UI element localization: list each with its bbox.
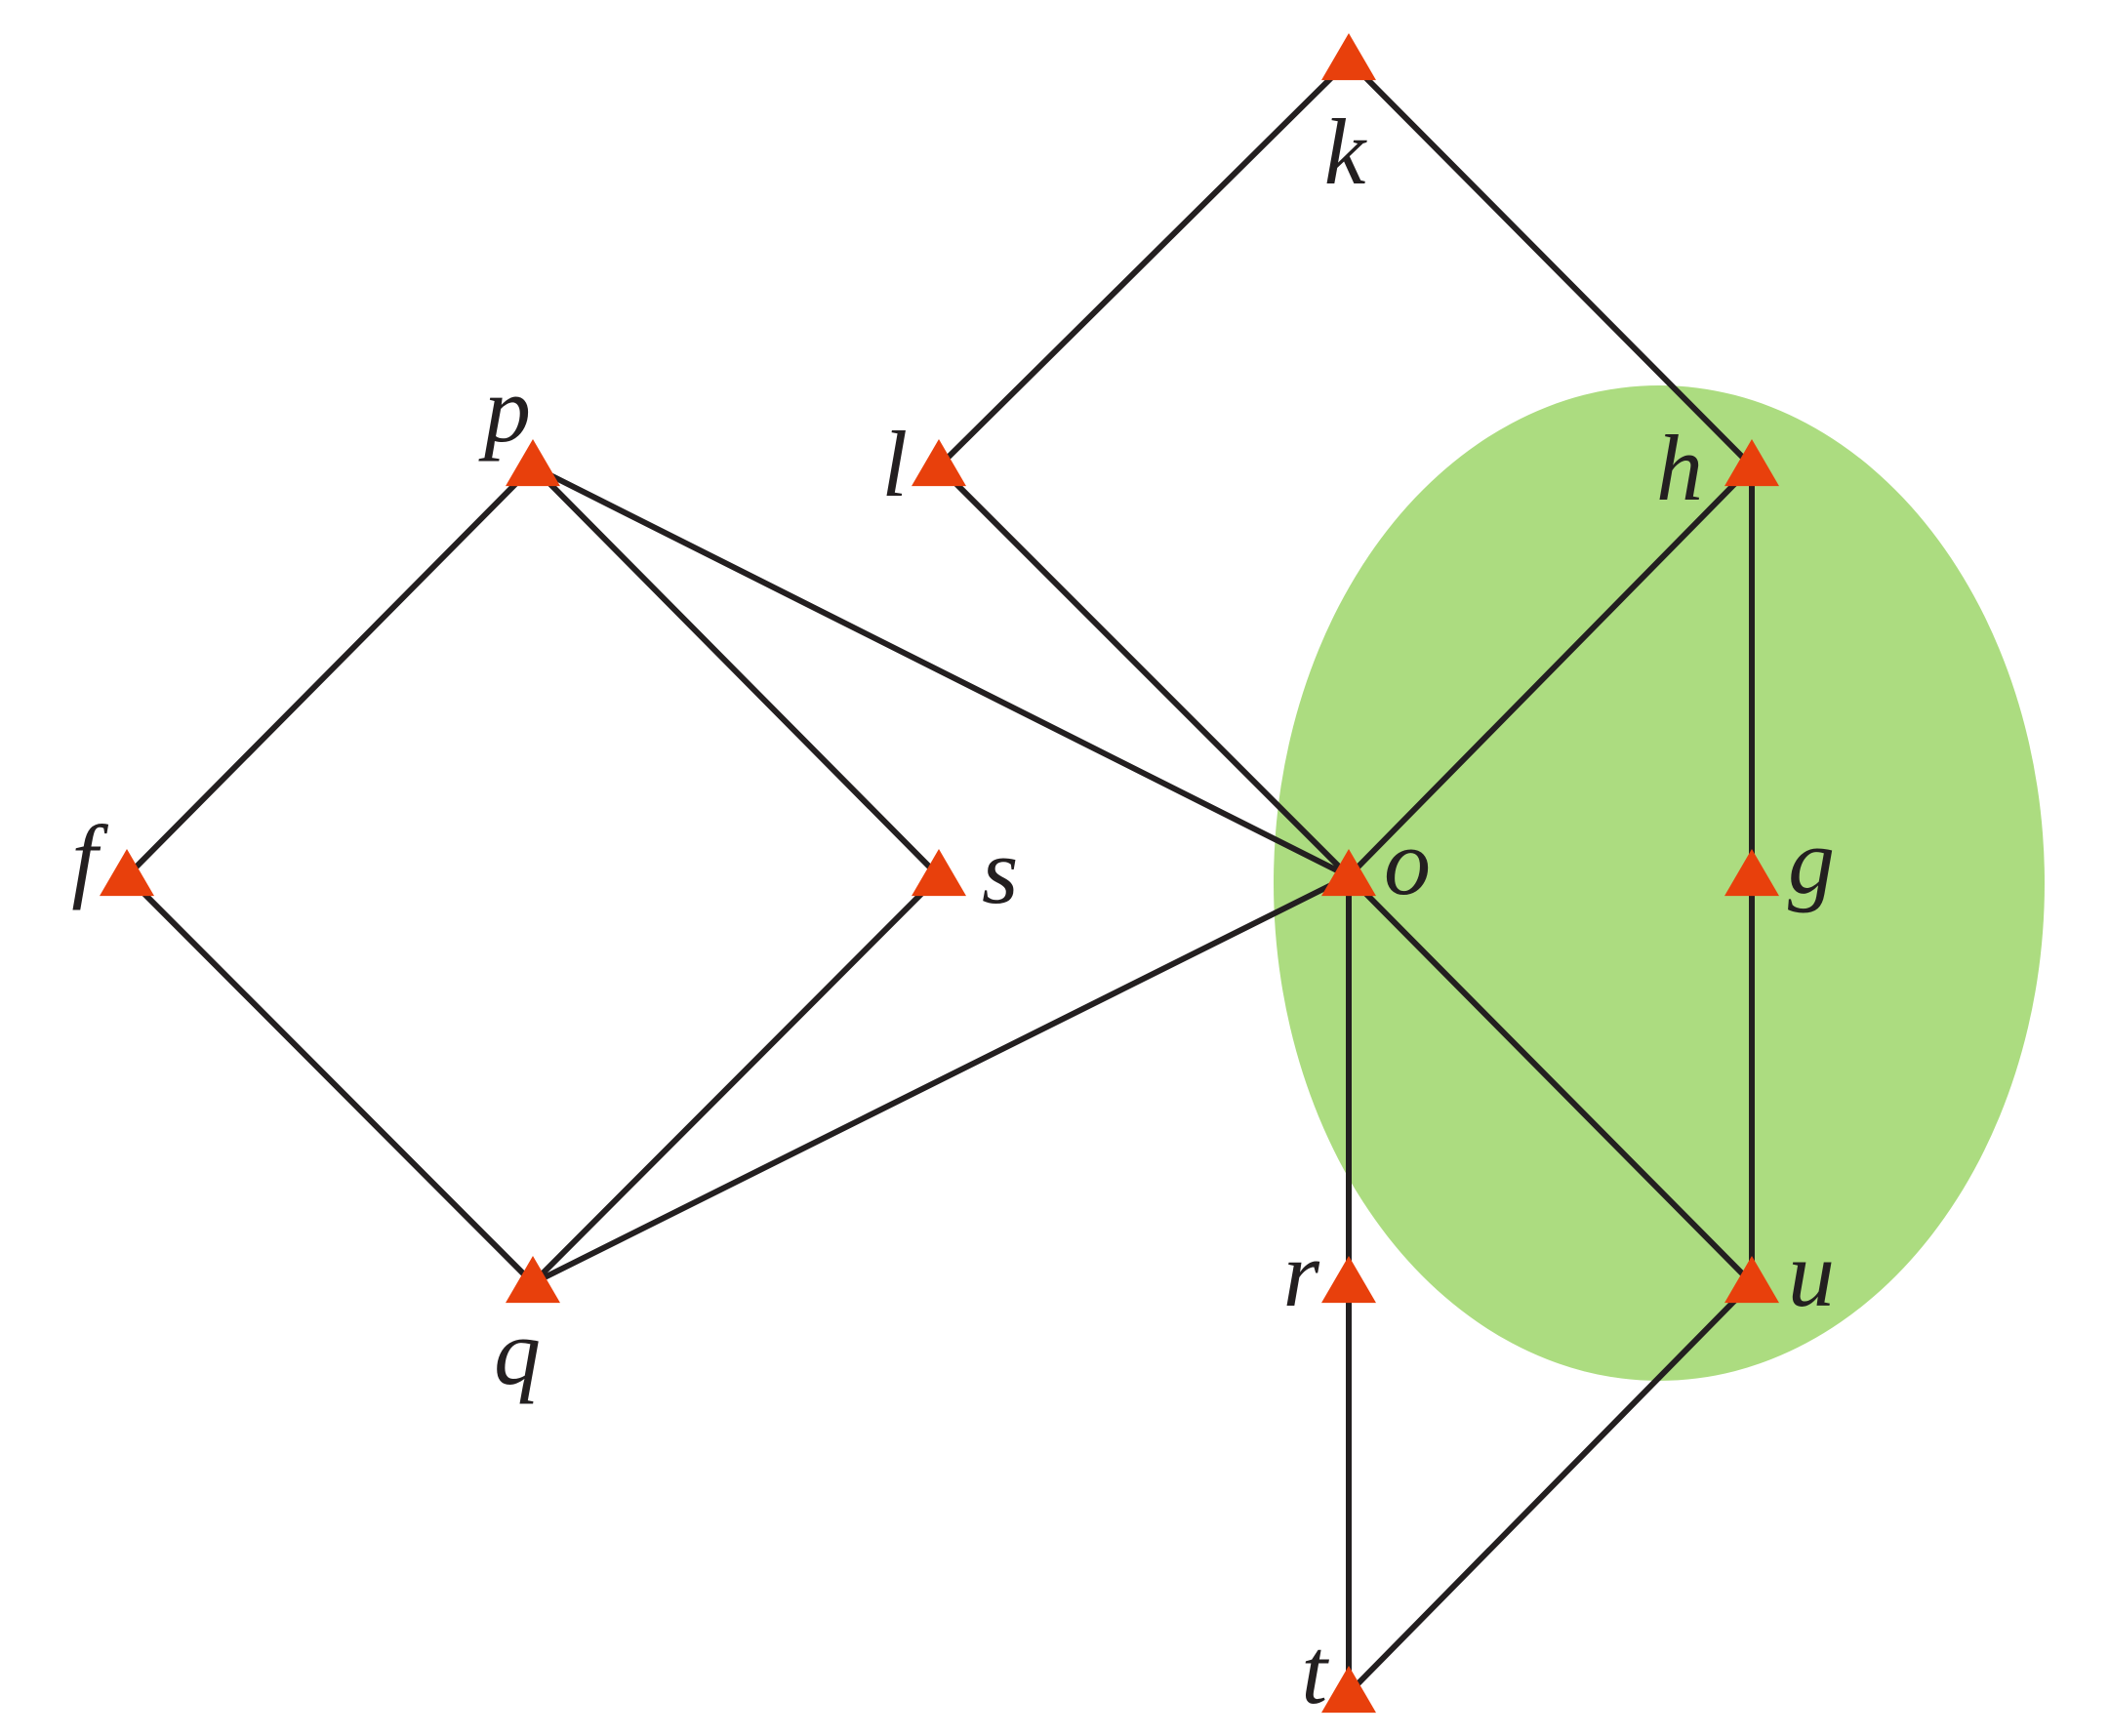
node-r-label: r [1283,1222,1320,1326]
node-l-label: l [881,412,908,516]
node-p-marker [506,439,560,487]
node-o-marker [1321,849,1376,897]
edge-k-l [936,58,1352,469]
node-g-label: g [1788,809,1835,913]
edges-layer [124,58,1755,1696]
node-q-label: q [494,1300,541,1404]
edge-p-f [124,464,536,879]
node-u-label: u [1788,1222,1835,1326]
node-h-label: h [1656,416,1703,520]
node-s-label: s [982,819,1018,923]
highlight-region [1274,385,2045,1381]
node-t-label: t [1301,1619,1329,1723]
edge-p-s [530,464,942,879]
edge-o-u [1346,873,1755,1286]
edge-q-o [530,873,1352,1286]
edge-p-o [530,464,1352,879]
node-u-marker [1724,1256,1779,1304]
edge-f-q [124,873,536,1286]
edge-k-h [1346,58,1755,469]
node-r-marker [1321,1256,1376,1304]
node-t-marker [1321,1666,1376,1714]
edge-l-o [936,464,1352,879]
edge-u-t [1346,1280,1755,1696]
edge-h-o [1346,464,1755,879]
node-h-marker [1724,439,1779,487]
node-g-marker [1724,849,1779,897]
node-q-marker [506,1256,560,1304]
node-s-marker [912,849,966,897]
node-p-label: p [478,357,531,462]
nodes-layer [100,33,1779,1714]
node-f-marker [100,849,154,897]
node-o-label: o [1384,810,1431,914]
node-k-marker [1321,33,1376,81]
node-k-label: k [1324,100,1368,204]
node-l-marker [912,439,966,487]
edge-s-q [530,873,942,1286]
